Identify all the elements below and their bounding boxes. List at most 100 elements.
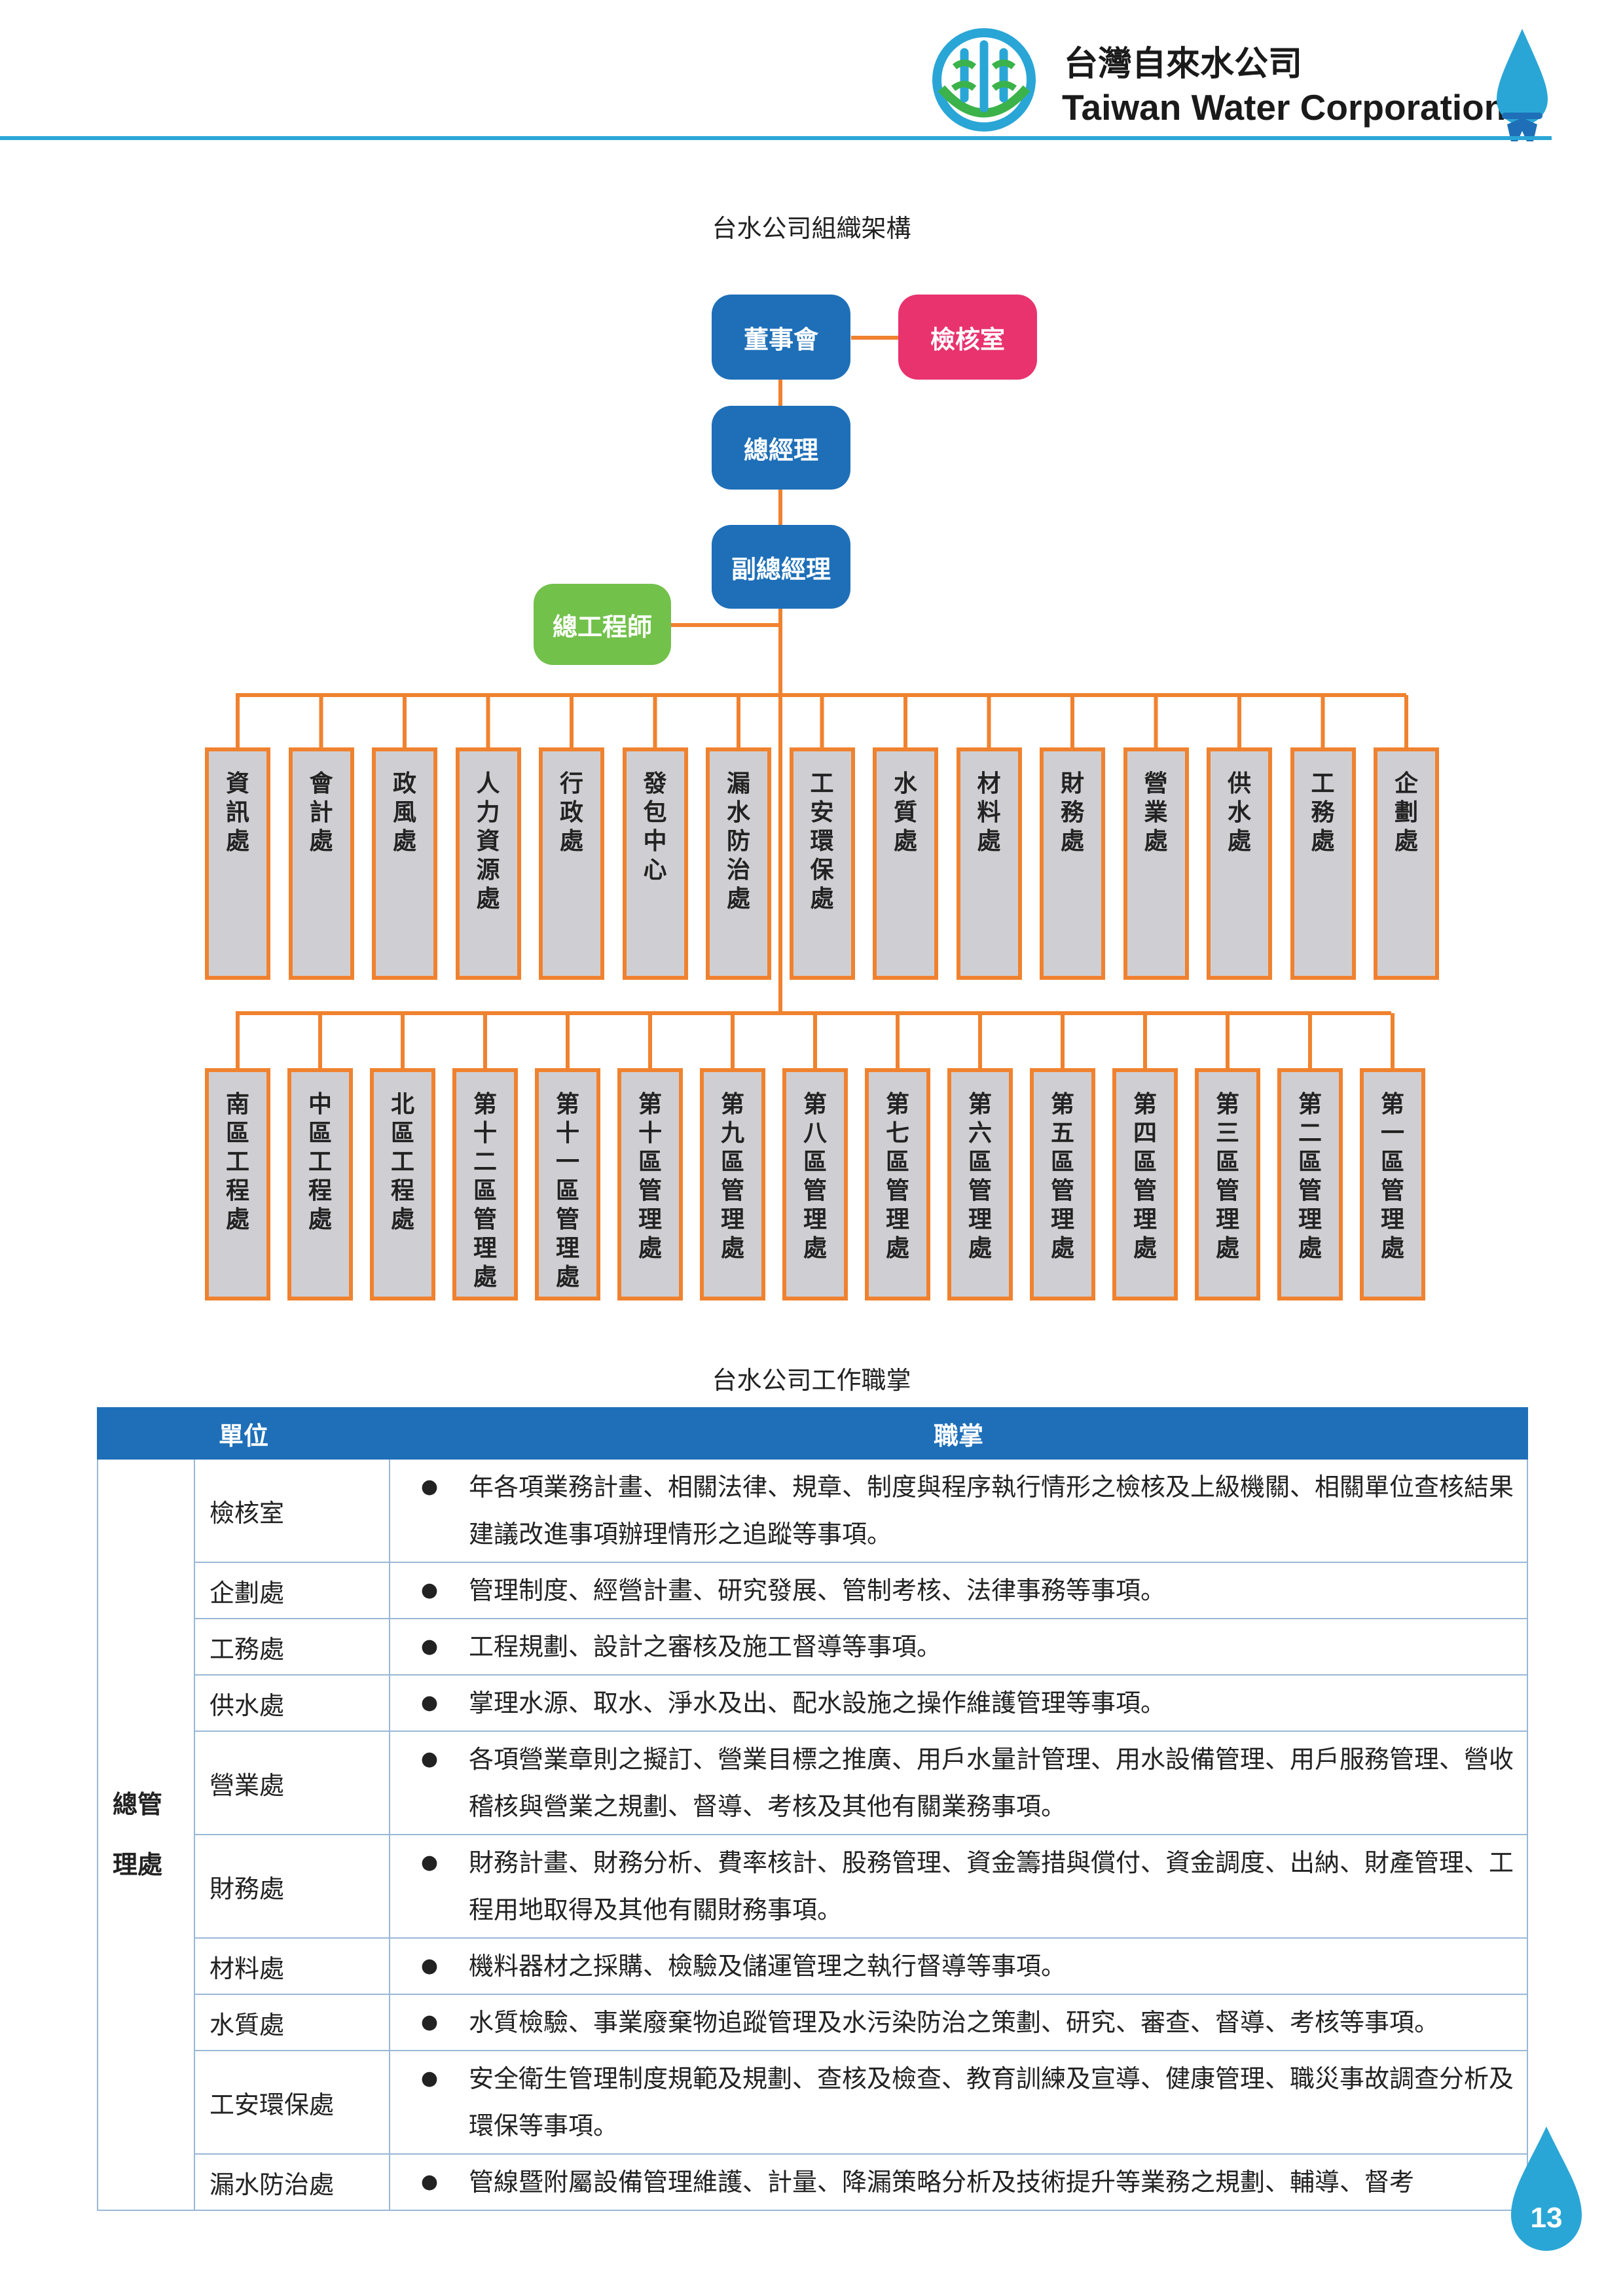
duty-text: 財務計畫、財務分析、費率核計、股務管理、資金籌措與償付、資金調度、出納、財產管理…: [469, 1848, 1514, 1924]
upper-dept-11: 營業處: [1123, 747, 1189, 980]
bullet-icon: ●: [420, 1635, 439, 1658]
company-logo-icon: [932, 28, 1036, 132]
unit-cell: 供水處: [193, 1674, 391, 1732]
upper-dept-12: 供水處: [1207, 747, 1272, 980]
upper-dept-7: 工安環保處: [789, 747, 855, 980]
unit-cell: 企劃處: [193, 1562, 391, 1619]
bullet-icon: ●: [420, 2011, 439, 2034]
bullet-icon: ●: [420, 1954, 439, 1977]
duty-text: 機料器材之採購、檢驗及儲運管理之執行督導等事項。: [469, 1952, 1067, 1981]
unit-cell: 漏水防治處: [193, 2153, 391, 2211]
unit-cell: 檢核室: [193, 1458, 391, 1563]
upper-dept-5: 發包中心: [622, 747, 688, 980]
duty-text: 年各項業務計畫、相關法律、規章、制度與程序執行情形之檢核及上級機關、相關單位查核…: [469, 1473, 1514, 1549]
upper-dept-4: 行政處: [539, 747, 604, 980]
lower-dept-4: 第十一區管理處: [535, 1068, 600, 1300]
lower-dept-12: 第三區管理處: [1195, 1068, 1260, 1300]
lower-dept-7: 第八區管理處: [782, 1068, 848, 1300]
unit-cell: 營業處: [193, 1731, 391, 1835]
upper-dept-9: 材料處: [956, 747, 1022, 980]
header-divider: [0, 136, 1552, 140]
duty-row: 財務處 ● 財務計畫、財務分析、費率核計、股務管理、資金籌措與償付、資金調度、出納、…: [98, 1834, 1529, 1939]
audit-office-box: 檢核室: [898, 295, 1037, 380]
lower-dept-14: 第一區管理處: [1360, 1068, 1425, 1300]
upper-dept-3: 人力資源處: [455, 747, 521, 980]
unit-cell: 財務處: [193, 1834, 391, 1939]
duty-table-title: 台水公司工作職掌: [712, 1366, 911, 1395]
lower-dept-3: 第十二區管理處: [452, 1068, 518, 1300]
upper-dept-6: 漏水防治處: [706, 747, 771, 980]
lower-dept-13: 第二區管理處: [1277, 1068, 1343, 1300]
page-number-drop-icon: 13: [1511, 2126, 1582, 2251]
lower-dept-1: 中區工程處: [287, 1068, 353, 1300]
org-chart-title: 台水公司組織架構: [712, 214, 911, 243]
board-box: 董事會: [712, 295, 850, 380]
unit-cell: 工務處: [193, 1618, 391, 1676]
duty-text: 掌理水源、取水、淨水及出、配水設施之操作維護管理等事項。: [469, 1689, 1166, 1717]
duty-row: 工務處●工程規劃、設計之審核及施工督導等事項。: [98, 1618, 1529, 1676]
duty-cell: ● 財務計畫、財務分析、費率核計、股務管理、資金籌措與償付、資金調度、出納、財產管…: [389, 1834, 1529, 1939]
general-manager-box: 總經理: [712, 406, 850, 490]
duty-row: 水質處 ● 水質檢驗、事業廢棄物追蹤管理及水污染防治之策劃、研究、審查、督導、考核等…: [98, 1994, 1529, 2051]
deputy-gm-box: 副總經理: [712, 525, 850, 609]
unit-header: 單位: [96, 1407, 391, 1460]
upper-dept-8: 水質處: [873, 747, 938, 980]
duty-row: 營業處 ● 各項營業章則之擬訂、營業目標之推廣、用戶水量計管理、用水設備管理、用戶服…: [98, 1731, 1529, 1835]
duty-row: 企劃處 ● 管理制度、經營計畫、研究發展、管制考核、法律事務等事項。: [98, 1562, 1529, 1619]
duty-cell: ● 管線暨附屬設備管理維護、計量、降漏策略分析及技術提升等業務之規劃、輔導、督考: [389, 2153, 1529, 2211]
duty-row: 工安環保處 ● 安全衛生管理制度規範及規劃、查核及檢查、教育訓練及宣導、健康管理、職…: [98, 2050, 1529, 2155]
upper-dept-13: 工務處: [1290, 747, 1356, 980]
duty-text: 管理制度、經營計畫、研究發展、管制考核、法律事務等事項。: [469, 1576, 1166, 1605]
bullet-icon: ●: [420, 1851, 439, 1874]
bullet-icon: ●: [420, 1748, 439, 1770]
duty-table-header: 單位 職掌: [96, 1407, 1529, 1460]
lower-dept-9: 第六區管理處: [947, 1068, 1013, 1300]
unit-cell: 材料處: [193, 1937, 391, 1995]
lower-dept-6: 第九區管理處: [700, 1068, 765, 1300]
upper-dept-2: 政風處: [372, 747, 437, 980]
lower-dept-8: 第七區管理處: [865, 1068, 930, 1300]
lower-dept-10: 第五區管理處: [1030, 1068, 1095, 1300]
chief-engineer-box: 總工程師: [534, 584, 671, 665]
unit-cell: 水質處: [193, 1994, 391, 2051]
duty-cell: ● 安全衛生管理制度規範及規劃、查核及檢查、教育訓練及宣導、健康管理、職災事故調查…: [389, 2050, 1529, 2155]
duty-text: 各項營業章則之擬訂、營業目標之推廣、用戶水量計管理、用水設備管理、用戶服務管理、…: [469, 1745, 1514, 1821]
bullet-icon: ●: [420, 1579, 439, 1602]
lower-dept-5: 第十區管理處: [617, 1068, 683, 1300]
upper-dept-14: 企劃處: [1374, 747, 1439, 980]
duty-cell: ● 管理制度、經營計畫、研究發展、管制考核、法律事務等事項。: [389, 1562, 1529, 1619]
upper-dept-0: 資訊處: [205, 747, 270, 980]
upper-dept-10: 財務處: [1040, 747, 1105, 980]
duty-cell: ● 機料器材之採購、檢驗及儲運管理之執行督導等事項。: [389, 1937, 1529, 1995]
duty-header: 職掌: [389, 1407, 1529, 1460]
lower-dept-2: 北區工程處: [370, 1068, 435, 1300]
duty-text: 水質檢驗、事業廢棄物追蹤管理及水污染防治之策劃、研究、審查、督導、考核等事項。: [469, 2008, 1440, 2037]
bullet-icon: ●: [420, 2170, 439, 2193]
duty-text: 管線暨附屬設備管理維護、計量、降漏策略分析及技術提升等業務之規劃、輔導、督考: [469, 2168, 1415, 2197]
water-drop-mascot-icon: [1497, 29, 1548, 141]
page-header: 台灣自來水公司 Taiwan Water Corporation: [0, 0, 1623, 144]
company-name-en: Taiwan Water Corporation: [1062, 87, 1506, 128]
duty-table: 單位 職掌 總管理處檢核室 ● 年各項業務計畫、相關法律、規章、制度與程序執行情形之…: [96, 1407, 1529, 2211]
duty-row: 材料處 ● 機料器材之採購、檢驗及儲運管理之執行督導等事項。: [98, 1937, 1529, 1995]
org-chart-connectors: [236, 336, 1408, 1068]
company-name-zh: 台灣自來水公司: [1064, 45, 1303, 84]
duty-cell: ● 水質檢驗、事業廢棄物追蹤管理及水污染防治之策劃、研究、審查、督導、考核等事項。: [389, 1994, 1529, 2051]
duty-row: 總管理處檢核室 ● 年各項業務計畫、相關法律、規章、制度與程序執行情形之檢核及上級機…: [97, 1458, 1529, 2211]
duty-row: 漏水防治處 ● 管線暨附屬設備管理維護、計量、降漏策略分析及技術提升等業務之規劃、輔…: [98, 2153, 1529, 2211]
page-number: 13: [1531, 2202, 1563, 2234]
duty-cell: ● 各項營業章則之擬訂、營業目標之推廣、用戶水量計管理、用水設備管理、用戶服務管理…: [389, 1731, 1529, 1835]
unit-cell: 工安環保處: [193, 2050, 391, 2155]
category-cell: 總管理處: [97, 1458, 195, 2211]
lower-dept-0: 南區工程處: [205, 1068, 270, 1300]
bullet-icon: ●: [420, 1691, 439, 1714]
bullet-icon: ●: [420, 2067, 439, 2090]
duty-cell: ● 掌理水源、取水、淨水及出、配水設施之操作維護管理等事項。: [389, 1674, 1529, 1732]
duty-cell: ●工程規劃、設計之審核及施工督導等事項。: [389, 1618, 1529, 1676]
bullet-icon: ●: [420, 1475, 439, 1498]
duty-text: 安全衛生管理制度規範及規劃、查核及檢查、教育訓練及宣導、健康管理、職災事故調查分…: [469, 2064, 1514, 2140]
lower-dept-11: 第四區管理處: [1112, 1068, 1178, 1300]
upper-dept-1: 會計處: [288, 747, 354, 980]
duty-row: 供水處 ● 掌理水源、取水、淨水及出、配水設施之操作維護管理等事項。: [98, 1674, 1529, 1732]
duty-cell: ● 年各項業務計畫、相關法律、規章、制度與程序執行情形之檢核及上級機關、相關單位查…: [389, 1458, 1529, 1563]
